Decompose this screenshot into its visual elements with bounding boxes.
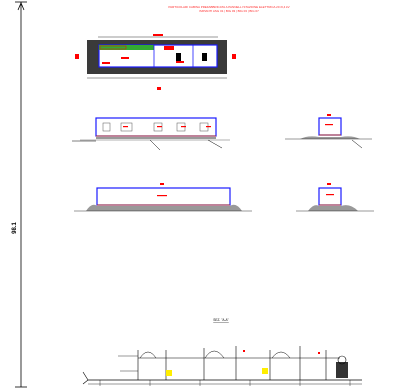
vertical-dimension: 98.1 [12, 1, 27, 388]
title-line-1: PARTICOLARI CABINA PREFABBRICATA A PANNE… [168, 5, 289, 9]
title-line-2: IMPIANTI ASG 01 | BIG 03 | BIG 03 | BIG … [199, 9, 259, 13]
dimension-value: 98.1 [12, 222, 18, 234]
plan-view [75, 34, 236, 90]
side-elevation [285, 114, 372, 149]
section-a-a [82, 346, 362, 386]
front-elevation [72, 117, 230, 151]
side-elevation-2 [296, 183, 374, 212]
back-elevation [74, 183, 252, 212]
section-label: SEZ. "A-A" [213, 318, 229, 322]
